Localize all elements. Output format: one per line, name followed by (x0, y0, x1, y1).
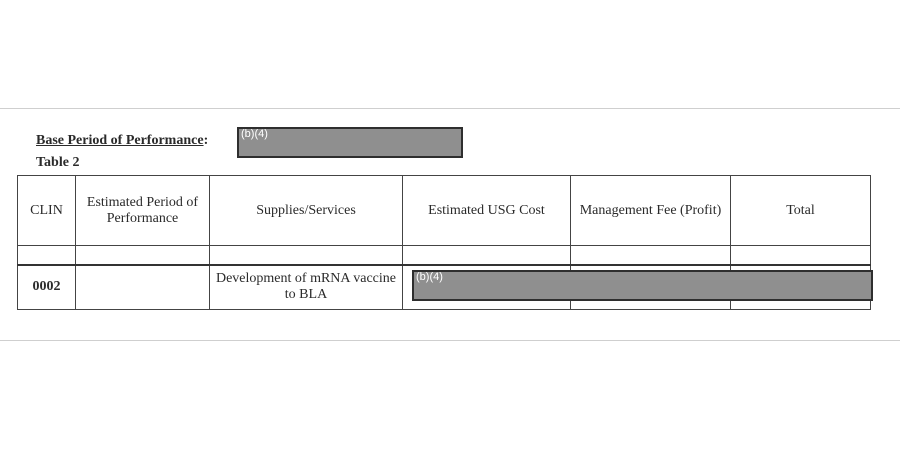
redaction-code: (b)(4) (241, 128, 268, 140)
redaction-code: (b)(4) (416, 271, 443, 283)
column-header-clin: CLIN (17, 175, 76, 246)
column-header-supplies: Supplies/Services (209, 175, 403, 246)
section-heading-label: Base Period of Performance (36, 133, 204, 148)
column-header-management-fee: Management Fee (Profit) (570, 175, 731, 246)
section-heading-colon: : (203, 133, 209, 148)
table-header-row: CLIN Estimated Period of Performance Sup… (17, 175, 871, 246)
column-header-total: Total (730, 175, 871, 246)
cell-period (75, 264, 210, 310)
cost-table: CLIN Estimated Period of Performance Sup… (17, 175, 871, 310)
column-header-usg-cost: Estimated USG Cost (402, 175, 571, 246)
bottom-divider (0, 340, 900, 341)
cell-clin: 0002 (17, 264, 76, 310)
table-spacer-row (17, 245, 871, 265)
top-divider (0, 108, 900, 109)
section-heading: Base Period of Performance: (36, 133, 208, 149)
redaction-box-period: (b)(4) (237, 127, 463, 158)
redaction-box-costs: (b)(4) (412, 270, 873, 301)
table-label: Table 2 (36, 155, 80, 170)
column-header-period: Estimated Period of Performance (75, 175, 210, 246)
cell-supplies: Development of mRNA vaccine to BLA (209, 264, 403, 310)
